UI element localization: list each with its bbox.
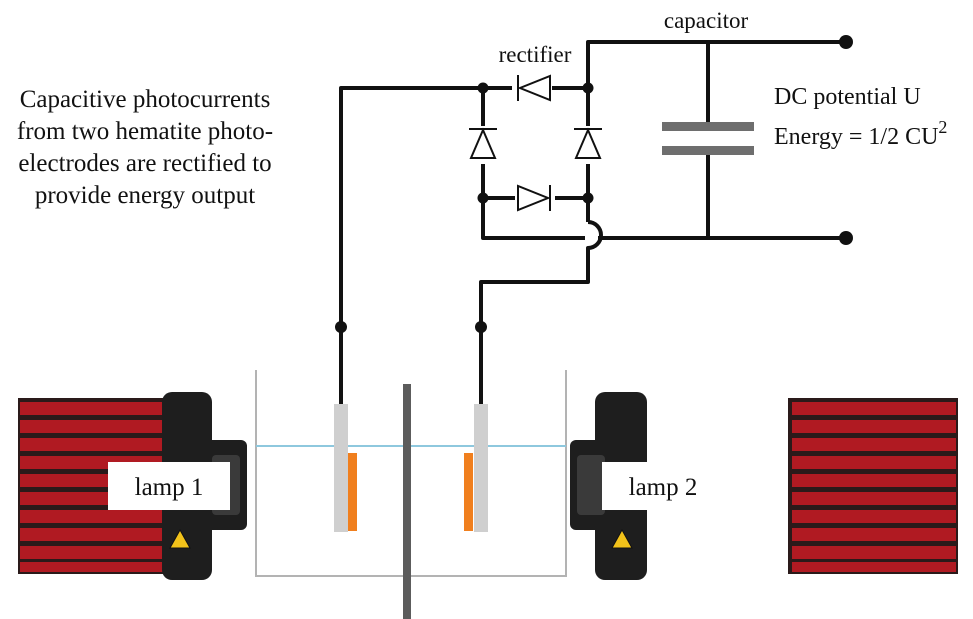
lamp-2-warning-sticker — [611, 528, 633, 549]
circuit-wires — [339, 40, 846, 404]
energy-formula-exponent: 2 — [938, 117, 947, 137]
right-lead-junction — [475, 321, 487, 333]
wire-crossover-hop — [586, 220, 603, 268]
bridge-right-node — [582, 192, 594, 204]
lamp-1: lamp 1 — [18, 392, 247, 580]
energy-formula-base: Energy = 1/2 CU — [774, 124, 938, 150]
electrolyte-cell — [255, 370, 567, 619]
left-electrode-substrate — [334, 404, 348, 532]
right-hematite-photoelectrode — [464, 453, 473, 531]
bridge-negative-wire — [481, 198, 585, 240]
left-hematite-photoelectrode — [348, 453, 357, 531]
positive-output-wire — [586, 40, 846, 88]
right-electrode-wire — [479, 268, 590, 404]
description-line-3: electrodes are rectified to — [18, 150, 271, 177]
lamp-1-label: lamp 1 — [135, 474, 204, 501]
lamp-1-label-box — [108, 462, 230, 510]
rectifier-bridge-diodes — [469, 74, 602, 212]
description-text: Capacitive photocurrents from two hemati… — [17, 86, 273, 209]
right-electrode-substrate — [474, 404, 488, 532]
lamp-2-label: lamp 2 — [629, 474, 698, 501]
left-electrode-wire — [339, 86, 483, 404]
positive-output-terminal — [839, 35, 853, 49]
capacitor-label: capacitor — [664, 8, 749, 33]
diode-right-icon — [574, 126, 602, 164]
diode-bottom-icon — [515, 184, 555, 212]
description-line-1: Capacitive photocurrents — [20, 86, 271, 113]
left-lead-junction — [335, 321, 347, 333]
capacitor-bottom-plate — [662, 146, 754, 155]
lamp-2: lamp 2 — [570, 392, 958, 580]
capacitor-top-plate — [662, 122, 754, 131]
bridge-negative-node — [477, 192, 489, 204]
lamp-2-heat-sink-fins — [792, 402, 956, 572]
lamp-1-warning-sticker — [169, 528, 191, 549]
junction-dots — [335, 35, 853, 333]
rectifier-label: rectifier — [499, 42, 572, 67]
bridge-left-node — [477, 82, 489, 94]
negative-output-terminal — [839, 231, 853, 245]
energy-formula: Energy = 1/2 CU2 — [774, 117, 947, 150]
diode-top-icon — [512, 74, 552, 102]
diode-left-icon — [469, 126, 497, 164]
lamp-2-label-box — [602, 462, 724, 510]
description-line-4: provide energy output — [35, 182, 255, 209]
description-line-2: from two hematite photo- — [17, 118, 273, 145]
dc-potential-label: DC potential U — [774, 84, 921, 110]
capacitor-symbol — [662, 122, 754, 155]
membrane-separator — [403, 384, 411, 619]
bridge-positive-node — [582, 82, 594, 94]
